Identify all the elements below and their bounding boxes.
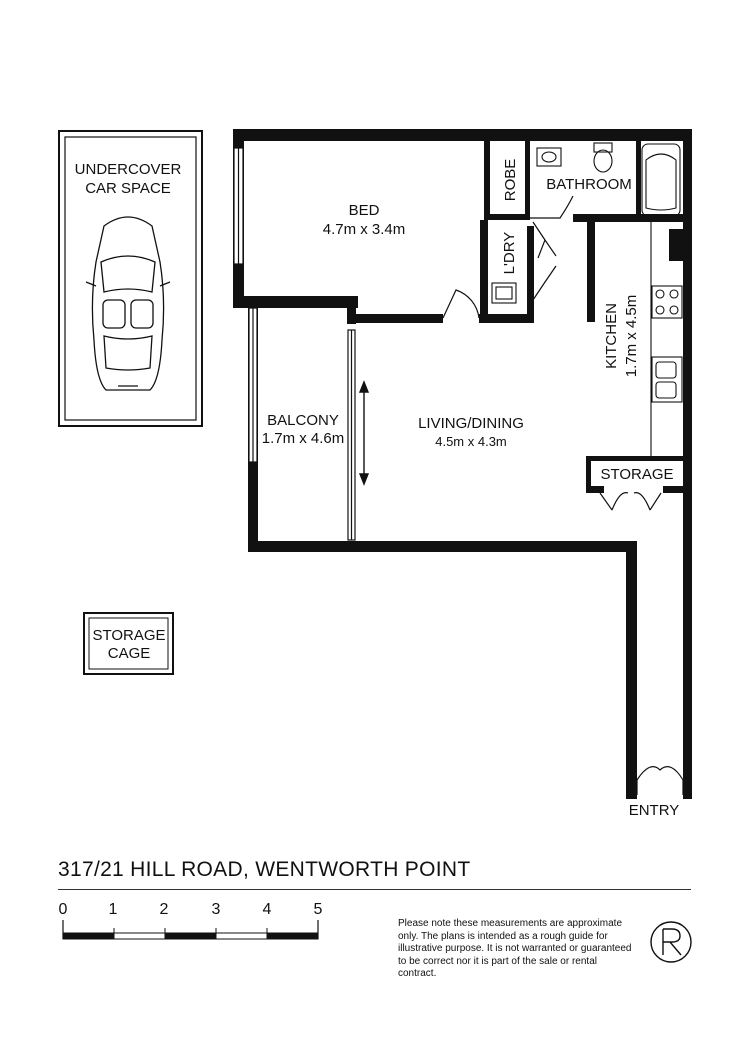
car-space-label-2: CAR SPACE bbox=[85, 180, 171, 197]
living-size: 4.5m x 4.3m bbox=[435, 434, 507, 449]
car-space-label-1: UNDERCOVER bbox=[75, 161, 182, 178]
sliding-door-arrow bbox=[358, 380, 370, 486]
sink-icon bbox=[651, 356, 683, 403]
scale-bar: 0 1 2 3 4 5 bbox=[59, 901, 323, 940]
balcony-size: 1.7m x 4.6m bbox=[262, 430, 345, 447]
interior-walls bbox=[347, 138, 685, 493]
entry-label: ENTRY bbox=[629, 802, 680, 819]
car-icon bbox=[85, 216, 171, 391]
storage-cage: STORAGE CAGE bbox=[83, 612, 174, 675]
property-address: 317/21 HILL ROAD, WENTWORTH POINT bbox=[58, 858, 471, 881]
balcony-label: BALCONY bbox=[267, 412, 339, 429]
car-space: UNDERCOVER CAR SPACE bbox=[58, 130, 203, 427]
scale-tick-0: 0 bbox=[59, 901, 68, 918]
disclaimer-text: Please note these measurements are appro… bbox=[398, 918, 632, 980]
laundry-label: L'DRY bbox=[501, 232, 518, 275]
exterior-walls bbox=[233, 129, 692, 799]
bed-size: 4.7m x 3.4m bbox=[323, 221, 406, 238]
bathtub-icon bbox=[641, 143, 681, 217]
scale-tick-3: 3 bbox=[212, 901, 221, 918]
scale-tick-2: 2 bbox=[160, 901, 169, 918]
scale-tick-4: 4 bbox=[263, 901, 272, 918]
storage-label: STORAGE bbox=[600, 466, 673, 483]
storage-cage-label-1: STORAGE bbox=[92, 627, 165, 644]
kitchen-label: KITCHEN bbox=[603, 303, 620, 369]
windows bbox=[233, 147, 356, 541]
scale-tick-5: 5 bbox=[314, 901, 323, 918]
storage-cage-label-2: CAGE bbox=[108, 645, 151, 662]
bed-label: BED bbox=[349, 202, 380, 219]
laundry-tub-icon bbox=[491, 282, 517, 304]
kitchen-size: 1.7m x 4.5m bbox=[623, 295, 640, 378]
doors bbox=[442, 195, 684, 795]
divider bbox=[58, 889, 691, 890]
vanity-icon bbox=[536, 147, 562, 167]
fixtures bbox=[491, 142, 683, 456]
robe-label: ROBE bbox=[502, 159, 519, 202]
scale-tick-1: 1 bbox=[109, 901, 118, 918]
brand-logo-icon bbox=[650, 921, 692, 963]
toilet-icon bbox=[593, 142, 613, 153]
bathroom-label: BATHROOM bbox=[546, 176, 632, 193]
living-label: LIVING/DINING bbox=[418, 415, 524, 432]
cooktop-icon bbox=[651, 285, 683, 319]
